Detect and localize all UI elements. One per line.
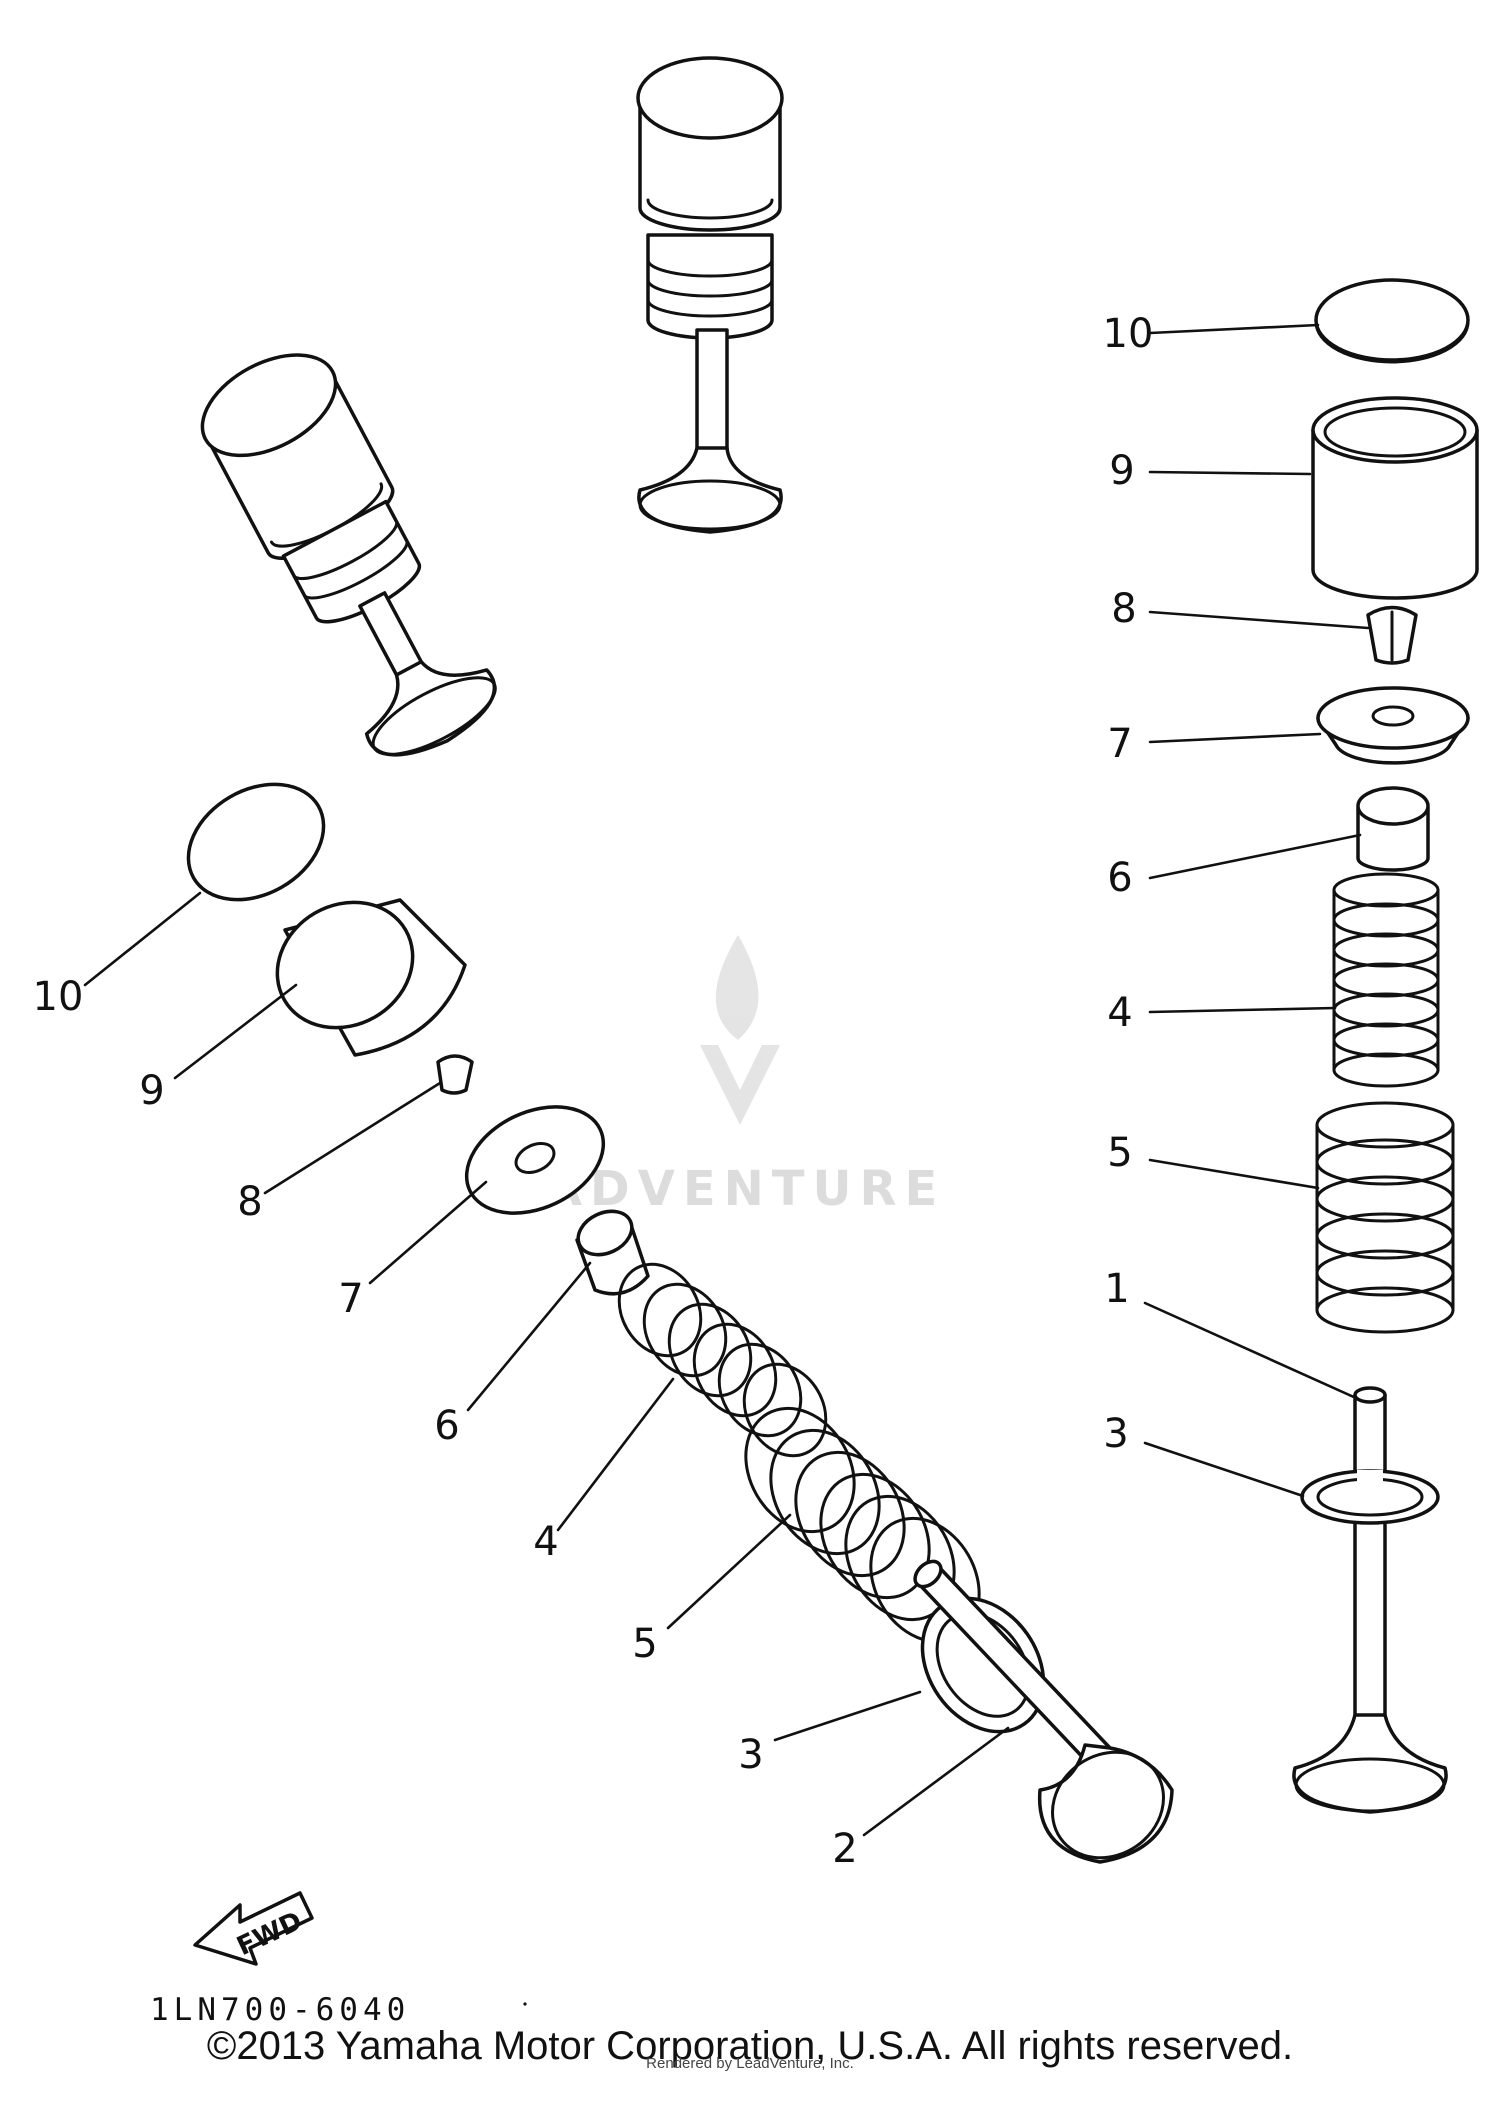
retainer-left <box>464 1105 606 1215</box>
drawing-code: 1LN700-6040 <box>150 1992 410 2028</box>
keeper-left <box>436 1054 474 1095</box>
shim-right <box>1314 278 1470 362</box>
callout-numbers: 10 9 8 7 6 4 5 1 3 10 9 8 7 6 4 5 3 2 <box>33 311 1154 1872</box>
washer-left <box>920 1596 1046 1734</box>
callout-r8: 8 <box>1111 586 1136 632</box>
seal-right <box>1356 806 1430 872</box>
outer-spring-right <box>1315 1101 1455 1334</box>
callout-r5: 5 <box>1107 1130 1132 1176</box>
inner-spring-right <box>1332 872 1440 1088</box>
fwd-arrow: FWD <box>193 1891 314 1966</box>
callout-l7: 7 <box>338 1276 363 1322</box>
rendered-by-note: Rendered by LeadVenture, Inc. <box>646 2055 854 2072</box>
copyright-notice: ©2013 Yamaha Motor Corporation, U.S.A. A… <box>206 2024 1294 2068</box>
callout-r7: 7 <box>1107 721 1132 767</box>
left-exploded-stack <box>186 782 1174 1864</box>
callout-r3: 3 <box>1103 1411 1128 1457</box>
callout-l8: 8 <box>237 1179 262 1225</box>
callout-l10: 10 <box>33 974 84 1020</box>
right-exploded-stack <box>1292 278 1479 1814</box>
callout-l4: 4 <box>533 1519 558 1565</box>
callout-l5: 5 <box>632 1621 657 1667</box>
callout-r10: 10 <box>1103 311 1154 357</box>
leader-lines <box>83 323 1370 1837</box>
callout-l2: 2 <box>832 1826 857 1872</box>
callout-r1: 1 <box>1104 1266 1129 1312</box>
callout-l9: 9 <box>139 1068 164 1114</box>
watermark-text: ADVENTURE <box>545 1161 946 1217</box>
callout-r9: 9 <box>1109 448 1134 494</box>
assembled-valve-top <box>636 56 784 534</box>
valve-right <box>1353 1393 1387 1732</box>
callout-r6: 6 <box>1107 855 1132 901</box>
shim-left <box>186 782 326 902</box>
callout-r4: 4 <box>1107 990 1132 1036</box>
bucket-right <box>1311 428 1479 600</box>
leadventure-watermark: ADVENTURE <box>545 935 946 1217</box>
callout-l6: 6 <box>434 1403 459 1449</box>
callout-l3: 3 <box>738 1732 763 1778</box>
assembled-valve-left <box>200 353 497 757</box>
